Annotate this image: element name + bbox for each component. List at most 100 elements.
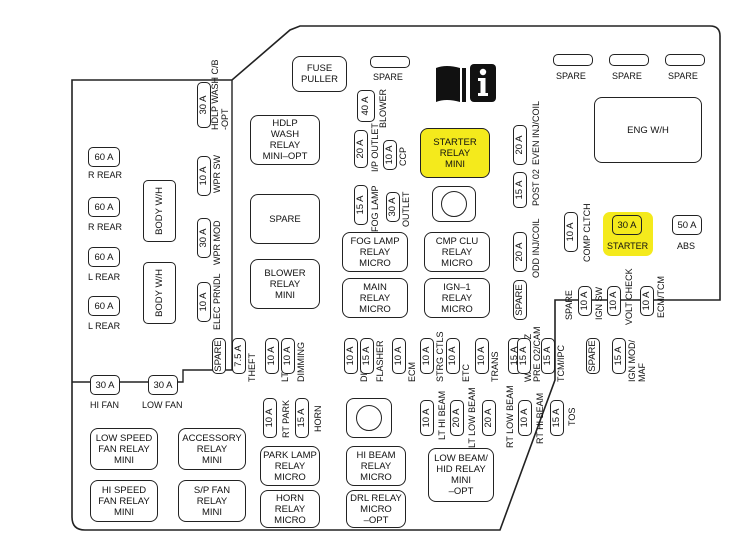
spare-fuse-r1[interactable]	[553, 54, 593, 66]
label-wpr-mod: WPR MOD	[212, 220, 222, 266]
fuse-60a-l-rear-1[interactable]: 60 A	[88, 247, 120, 267]
mid-row-label: DIMMING	[296, 342, 306, 382]
fuse-20a-even-inj[interactable]: 20 A	[513, 125, 527, 165]
fuse-30a-hi-fan[interactable]: 30 A	[90, 375, 120, 395]
mid-row-label: TCM/IPC	[556, 345, 566, 382]
mid-row-fuse[interactable]: 10 A	[344, 338, 358, 374]
mid-row-fuse[interactable]: SPARE	[212, 338, 226, 374]
mid-row-label: ETC	[461, 364, 471, 382]
label-outlet: OUTLET	[401, 191, 411, 227]
manual-info-icon	[436, 64, 496, 102]
fuse-10a-rt-park[interactable]: 10 A	[263, 398, 277, 438]
hi-speed-fan-relay[interactable]: HI SPEED FAN RELAY MINI	[90, 480, 158, 522]
fuse-50a-abs[interactable]: 50 A	[672, 215, 702, 235]
fuse-60a-r-rear-1[interactable]: 60 A	[88, 147, 120, 167]
label-elec-prndl: ELEC PRNDL	[212, 273, 222, 330]
screw-icon	[356, 405, 382, 431]
body-wh-connector-1: BODY W/H	[143, 180, 176, 242]
fuse-15a-tos[interactable]: 15 A	[550, 400, 564, 436]
mid-row-fuse[interactable]: 15 A	[612, 338, 626, 374]
ign1-relay[interactable]: IGN–1 RELAY MICRO	[424, 278, 490, 318]
cmp-clu-relay[interactable]: CMP CLU RELAY MICRO	[424, 232, 490, 272]
fuse-10a-volt-check[interactable]: 10 A	[607, 286, 621, 316]
hdlp-wash-relay[interactable]: HDLP WASH RELAY MINI–OPT	[250, 115, 320, 165]
fuse-30a-low-fan[interactable]: 30 A	[148, 375, 178, 395]
fuse-10a-ecm-tcm[interactable]: 10 A	[640, 286, 654, 316]
hi-beam-relay[interactable]: HI BEAM RELAY MICRO	[346, 446, 406, 486]
mid-row-fuse[interactable]: 15 A	[541, 338, 555, 374]
label-wpr-sw: WPR SW	[212, 155, 222, 193]
spare-fuse-r3[interactable]	[665, 54, 705, 66]
drl-relay[interactable]: DRL RELAY MICRO –OPT	[346, 490, 406, 528]
label-horn: HORN	[313, 405, 323, 433]
label-lt-low-beam: LT LOW BEAM	[467, 387, 477, 448]
spare-relay[interactable]: SPARE	[250, 194, 320, 244]
label-fog-lamp: FOG LAMP	[370, 185, 380, 232]
label-volt-check: VOLT CHECK	[624, 268, 634, 325]
fuse-15a-horn[interactable]: 15 A	[295, 398, 309, 438]
sp-fan-relay[interactable]: S/P FAN RELAY MINI	[178, 480, 246, 522]
label-l-rear-1: L REAR	[88, 272, 121, 282]
label-comp-clutch: COMP CLTCH	[582, 203, 592, 262]
mid-row-fuse[interactable]: 7.5 A	[232, 338, 246, 374]
spare-label-r1: SPARE	[556, 71, 586, 81]
spare-fuse-top[interactable]	[370, 56, 410, 68]
fuse-30a-starter[interactable]: 30 A	[612, 215, 642, 235]
horn-relay[interactable]: HORN RELAY MICRO	[260, 490, 320, 528]
main-relay[interactable]: MAIN RELAY MICRO	[342, 278, 408, 318]
label-rt-park: RT PARK	[281, 399, 291, 438]
spare-label-r2: SPARE	[612, 71, 642, 81]
fuse-30a-hdlp-wash[interactable]: 30 A	[197, 82, 211, 128]
mid-row-fuse[interactable]: 10 A	[281, 338, 295, 374]
spare-fuse-r2[interactable]	[609, 54, 649, 66]
mid-row-fuse[interactable]: 15 A	[360, 338, 374, 374]
low-speed-fan-relay[interactable]: LOW SPEED FAN RELAY MINI	[90, 428, 158, 470]
spare-label-r3: SPARE	[668, 71, 698, 81]
fuse-15a-fog-lamp[interactable]: 15 A	[354, 185, 368, 225]
fuse-20a-lt-low-beam[interactable]: 20 A	[450, 400, 464, 436]
accessory-relay[interactable]: ACCESSORY RELAY MINI	[178, 428, 246, 470]
fog-lamp-relay[interactable]: FOG LAMP RELAY MICRO	[342, 232, 408, 272]
fuse-spare-right[interactable]: SPARE	[513, 280, 527, 320]
screw-icon	[441, 191, 467, 217]
fuse-10a-wpr-sw[interactable]: 10 A	[197, 156, 211, 196]
body-wh-connector-2: BODY W/H	[143, 262, 176, 324]
blower-relay[interactable]: BLOWER RELAY MINI	[250, 259, 320, 309]
fuse-60a-r-rear-2[interactable]: 60 A	[88, 197, 120, 217]
spare-label-top: SPARE	[373, 72, 403, 82]
label-starter: STARTER	[607, 241, 649, 251]
fuse-10a-lt-hi-beam[interactable]: 10 A	[420, 400, 434, 436]
fuse-30a-wpr-mod[interactable]: 30 A	[197, 218, 211, 258]
mid-row-fuse[interactable]: 15 A	[517, 338, 531, 374]
fuse-10a-ccp[interactable]: 10 A	[383, 140, 397, 170]
mid-row-fuse[interactable]: 10 A	[392, 338, 406, 374]
fuse-15a-post-02[interactable]: 15 A	[513, 172, 527, 208]
fuse-20a-odd-inj[interactable]: 20 A	[513, 232, 527, 272]
label-spare-b: SPARE	[564, 290, 574, 320]
fuse-30a-outlet[interactable]: 30 A	[386, 192, 400, 222]
starter-relay[interactable]: STARTER RELAY MINI	[420, 128, 490, 178]
fuse-puller[interactable]: FUSE PULLER	[292, 56, 347, 92]
fuse-20a-rt-low-beam[interactable]: 20 A	[482, 400, 496, 436]
mid-row-fuse[interactable]: 10 A	[446, 338, 460, 374]
mid-row-fuse[interactable]: 10 A	[420, 338, 434, 374]
park-lamp-relay[interactable]: PARK LAMP RELAY MICRO	[260, 446, 320, 486]
fuse-10a-ign-sw[interactable]: 10 A	[578, 286, 592, 316]
mid-row-fuse[interactable]: SPARE	[586, 338, 600, 374]
label-lt-hi-beam: LT HI BEAM	[437, 390, 447, 440]
label-abs: ABS	[677, 241, 696, 251]
fuse-60a-l-rear-2[interactable]: 60 A	[88, 296, 120, 316]
fuse-10a-elec-prndl[interactable]: 10 A	[197, 282, 211, 322]
mid-row-fuse[interactable]: 10 A	[265, 338, 279, 374]
low-beam-hid-relay[interactable]: LOW BEAM/ HID RELAY MINI –OPT	[428, 448, 494, 502]
fuse-20a-ip-outlet[interactable]: 20 A	[354, 130, 368, 168]
eng-wh-connector: ENG W/H	[594, 97, 702, 163]
label-tos: TOS	[567, 407, 577, 426]
fuse-10a-rt-hi-beam[interactable]: 10 A	[518, 400, 532, 436]
fuse-40a-blower[interactable]: 40 A	[357, 90, 375, 122]
mid-row-fuse[interactable]: 10 A	[475, 338, 489, 374]
fuse-10a-comp-clutch[interactable]: 10 A	[564, 212, 578, 252]
screw-mount	[432, 186, 476, 222]
